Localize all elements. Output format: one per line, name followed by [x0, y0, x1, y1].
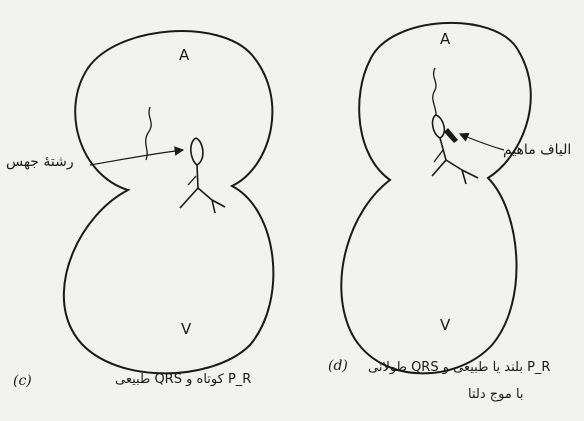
heart-outline-d — [341, 23, 531, 373]
caption-d-line2: با موج دلتا — [468, 387, 524, 402]
pointer-arrow-d — [460, 134, 504, 150]
panel-label-c: (c) — [13, 373, 32, 389]
caption-c: P_R کوتاه و QRS طبیعی — [115, 372, 251, 387]
pointer-arrow-c — [90, 150, 183, 165]
ventricle-label-c: V — [181, 320, 191, 338]
conduction-system-c — [146, 107, 225, 213]
his-bundle-label: رشتهٔ جهس — [6, 154, 74, 170]
ventricle-label-d: V — [440, 316, 450, 334]
caption-d-line1: P_R بلند یا طبیعی و QRS طولانی — [368, 360, 550, 375]
panel-label-d: (d) — [328, 358, 348, 374]
atrium-label-d: A — [440, 30, 450, 48]
mahaim-fibers-label: الیاف ماهیم — [503, 142, 571, 158]
atrium-label-c: A — [179, 46, 189, 64]
heart-outline-c — [64, 31, 274, 373]
conduction-system-d — [432, 68, 478, 184]
